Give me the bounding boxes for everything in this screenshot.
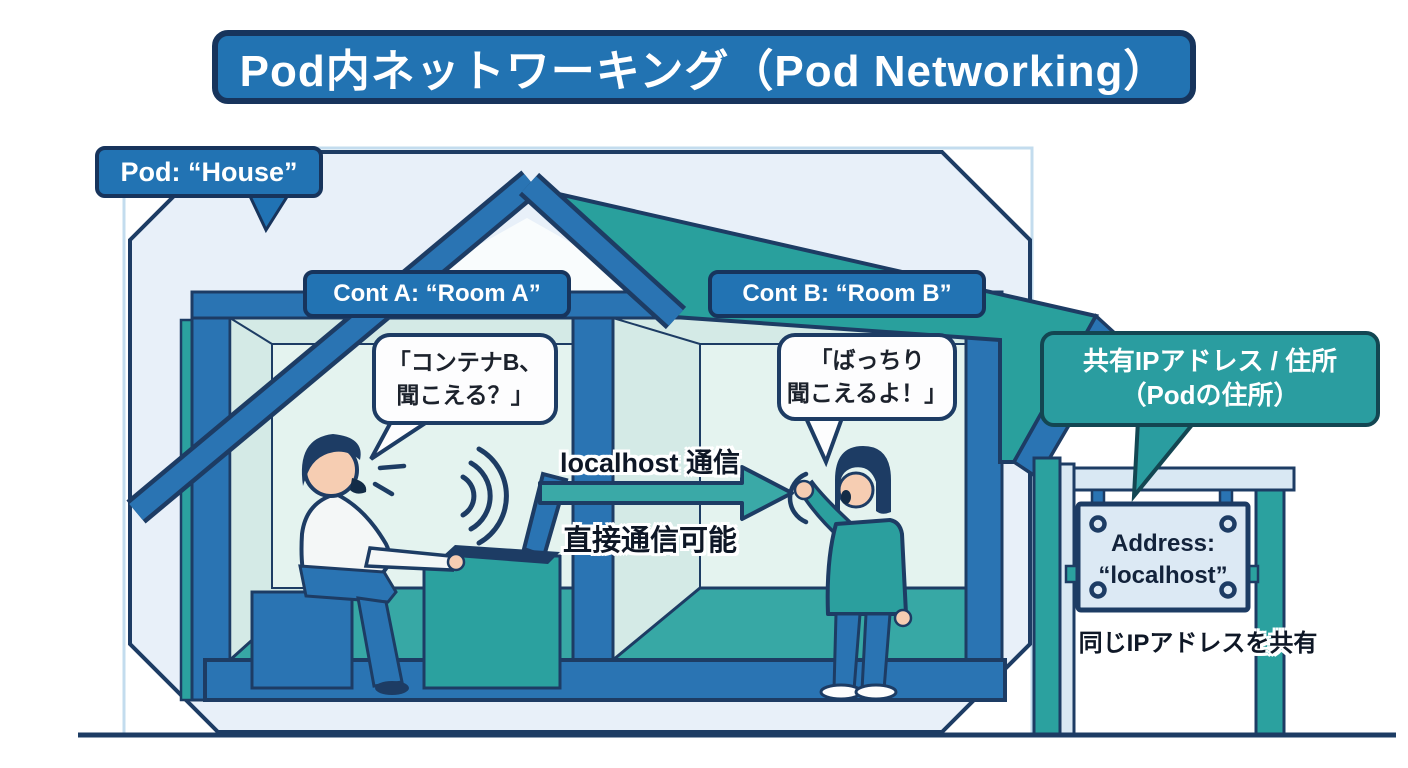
localhost-arrow — [538, 465, 794, 521]
comm-label-bottom: 直接通信可能 — [562, 525, 737, 557]
shared-ip-bubble-line2: （Podの住所） — [1120, 380, 1300, 410]
speech-bubble-b: 「ばっちり 聞こえるよ！」 — [777, 333, 957, 421]
person-a-hand — [446, 552, 466, 572]
sign-plate-text: Address: “localhost” — [1082, 520, 1244, 600]
speech-bubble-a-line2: 聞こえる？」 — [396, 382, 534, 408]
person-a-leg — [356, 596, 404, 688]
sign-bolt-icon — [1219, 515, 1237, 533]
person-a-shoe — [375, 681, 409, 695]
person-b-mouth — [841, 490, 851, 504]
person-b-leg-left — [832, 612, 862, 692]
person-b-hair — [835, 446, 891, 514]
sign-plate-line1: Address: — [1110, 529, 1216, 557]
person-a — [298, 434, 466, 695]
sign-caption: 同じIPアドレスを共有 — [1078, 629, 1318, 657]
sign-bolt-icon — [1089, 515, 1107, 533]
sign-bolt-icon — [1219, 581, 1237, 599]
speech-bubble-b-line1: 「ばっちり — [809, 346, 925, 373]
sound-waves-icon — [460, 446, 509, 546]
sign-top-beam — [1072, 466, 1296, 492]
person-a-mouth — [350, 478, 367, 494]
sign-post-left — [1032, 456, 1062, 736]
speech-bubble-a: 「コンテナB、 聞こえる？」 — [372, 333, 558, 425]
person-a-thigh — [298, 564, 398, 604]
shared-ip-bubble-line1: 共有IPアドレス / 住所 — [1082, 346, 1338, 377]
room-b-perspective-line — [612, 317, 701, 345]
seat-box — [250, 590, 354, 690]
wall-left — [190, 290, 232, 702]
person-a-hair — [301, 434, 361, 486]
house-roof-beams — [126, 170, 687, 524]
person-b-shoe-right — [854, 683, 898, 701]
person-b-hand-down — [893, 608, 913, 628]
container-b-label: Cont B: “Room B” — [708, 270, 986, 318]
diagram-title: Pod内ネットワーキング（Pod Networking） — [212, 30, 1196, 104]
sign-plate-line2: “localhost” — [1098, 562, 1228, 589]
sign-post-right — [1254, 488, 1286, 736]
sign-post-left-face — [1058, 462, 1076, 736]
speech-bubble-a-line1: 「コンテナB、 — [387, 348, 543, 375]
sign-plate — [1075, 501, 1251, 613]
desk — [422, 554, 562, 690]
wall-right — [964, 316, 1004, 702]
sign-bolt-icon — [1089, 581, 1107, 599]
pod-label: Pod: “House” — [95, 146, 323, 198]
container-a-label: Cont A: “Room A” — [303, 270, 571, 318]
comm-label-top: localhost 通信 — [559, 447, 741, 478]
person-b-torso — [825, 518, 908, 616]
gable-beam-left — [129, 173, 538, 521]
shared-ip-bubble: 共有IPアドレス / 住所 （Podの住所） — [1040, 331, 1380, 427]
receive-wave-icon — [787, 471, 809, 525]
room-a-perspective-line — [229, 317, 273, 345]
person-b — [793, 446, 913, 701]
person-b-hand — [793, 479, 815, 501]
gable-beam-right — [521, 176, 684, 326]
speech-bubble-b-line2: 聞こえるよ！」 — [786, 380, 948, 406]
wall-divider — [571, 292, 615, 668]
person-b-leg-right — [860, 612, 892, 692]
